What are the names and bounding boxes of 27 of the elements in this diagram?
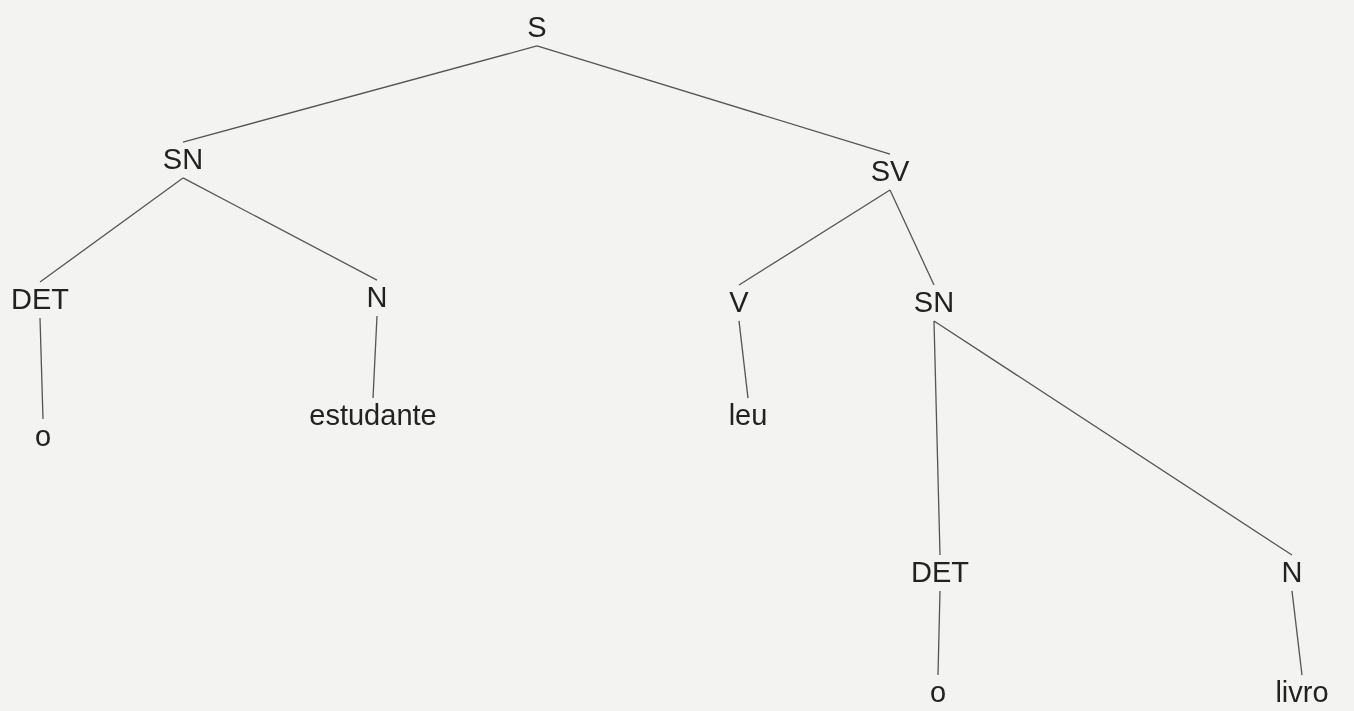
branch-line [933,320,1293,556]
tree-node-label: SN [911,287,957,319]
branch-line [182,45,538,143]
branch-line [738,320,749,399]
branch-line [39,317,44,420]
branch-line [937,590,941,676]
branch-line [738,189,891,286]
tree-node-label: DET [909,557,971,589]
tree-node-label: S [525,12,549,44]
tree-node-label: SN [160,144,206,176]
branch-line [1291,590,1303,676]
tree-node-label: leu [726,400,770,432]
branch-line [39,177,184,283]
branch-line [889,189,935,286]
branch-line [933,320,941,556]
tree-node-label: N [1279,557,1305,589]
branch-line [372,315,378,399]
branch-line [536,45,891,155]
branch-line [182,177,378,281]
tree-node-label: V [727,287,751,319]
tree-node-label: DET [9,284,71,316]
tree-node-label: SV [868,156,912,188]
tree-node-label: o [32,421,54,453]
tree-node-label: o [927,677,949,709]
tree-node-label: N [364,282,390,314]
tree-node-label: estudante [307,400,439,432]
tree-node-label: livro [1273,677,1331,709]
